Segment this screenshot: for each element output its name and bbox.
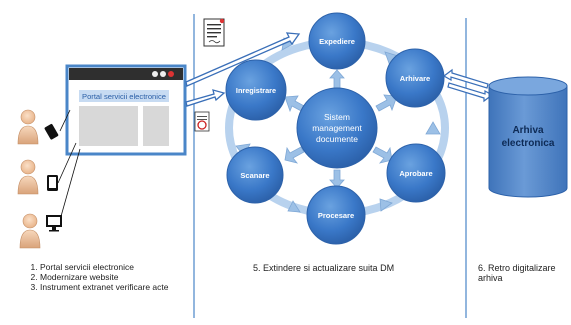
circle-scanare: Scanare [226, 146, 284, 204]
arrow-to-archive [447, 82, 494, 103]
spoke-arrow-arhivare [375, 94, 398, 112]
caption-item-extranet: Instrument extranet verificare acte [40, 282, 182, 292]
circle-procesare-label: Procesare [318, 211, 354, 220]
window-close-icon [168, 71, 174, 77]
arrow-portal-to-inregistrare [185, 89, 226, 107]
circle-aprobare: Aprobare [386, 143, 446, 203]
person-icon [17, 109, 39, 145]
ring-arrow-scanare-procesare [287, 200, 301, 213]
arrow-portal-to-expediere [185, 32, 301, 87]
document-icon [203, 18, 225, 47]
portal-window: Portal servicii electronice [65, 64, 187, 156]
window-button-icon [160, 71, 166, 77]
center-label-line3: documente [316, 134, 358, 144]
circle-expediere: Expediere [308, 12, 366, 70]
person-icon [19, 213, 41, 249]
certified-document-icon [194, 111, 210, 132]
ring-arrow-aprobare-procesare [379, 198, 393, 212]
spoke-arrow-expediere [329, 69, 345, 89]
center-label-line2: management [312, 123, 362, 133]
circle-scanare-label: Scanare [240, 171, 269, 180]
circle-arhivare-label: Arhivare [400, 74, 430, 83]
middle-caption: 5. Extindere si actualizare suita DM [253, 263, 395, 273]
ring-arrow-arhivare-aprobare [425, 121, 441, 135]
circle-arhivare: Arhivare [385, 48, 445, 108]
desktop-monitor-icon [46, 215, 62, 232]
circle-procesare: Procesare [306, 185, 366, 245]
archive-label-line2: electronica [502, 138, 555, 149]
portal-title: Portal servicii electronice [82, 92, 166, 101]
left-caption: Portal servicii electronice Modernizare … [22, 262, 182, 292]
spoke-arrows [284, 69, 398, 189]
archive-cylinder: Arhiva electronica [488, 76, 568, 198]
window-button-icon [152, 71, 158, 77]
circle-expediere-label: Expediere [319, 37, 355, 46]
person-icon [17, 159, 39, 195]
caption-item-website: Modernizare website [40, 272, 182, 282]
archive-arrows [442, 68, 494, 103]
circle-inregistrare-label: Inregistrare [236, 86, 276, 95]
device-lines [57, 109, 81, 228]
circle-center: Sistem management documente [296, 87, 378, 169]
spoke-arrow-aprobare [372, 146, 393, 164]
caption-item-portal: Portal servicii electronice [40, 262, 182, 272]
arrow-to-arhivare [442, 68, 489, 89]
right-caption: 6. Retro digitalizare arhiva [478, 263, 556, 283]
spoke-arrow-procesare [329, 169, 345, 189]
tablet-icon [47, 175, 58, 191]
archive-label-line1: Arhiva [512, 125, 544, 136]
spoke-arrow-scanare [284, 146, 305, 164]
circle-inregistrare: Inregistrare [225, 59, 287, 121]
center-label-line1: Sistem [324, 112, 350, 122]
circle-aprobare-label: Aprobare [399, 169, 432, 178]
portal-arrows [185, 32, 301, 107]
mobile-phone-icon [44, 123, 59, 140]
